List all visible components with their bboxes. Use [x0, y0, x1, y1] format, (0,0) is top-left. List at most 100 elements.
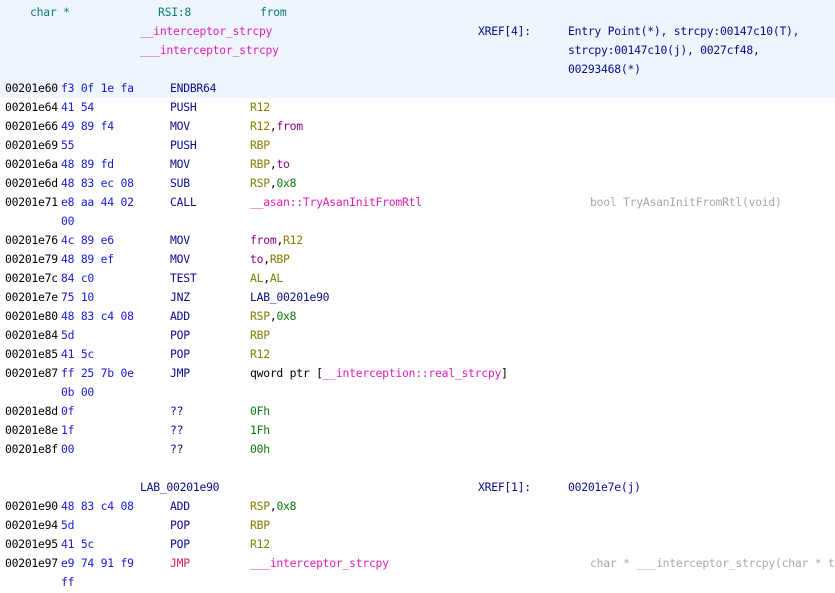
- instruction-row[interactable]: 00201e97 e9 74 91 f9 JMP ___interceptor_…: [0, 554, 835, 573]
- variable-operand[interactable]: to: [250, 252, 264, 266]
- instruction-row[interactable]: 00201e7c 84 c0 TEST AL,AL: [0, 269, 835, 288]
- function-label[interactable]: ___interceptor_strcpy: [140, 43, 279, 57]
- instruction-row[interactable]: 00201e76 4c 89 e6 MOV from,R12: [0, 231, 835, 250]
- xref-list[interactable]: 00293468(*): [568, 62, 641, 76]
- function-label[interactable]: __interceptor_strcpy: [140, 24, 273, 38]
- instruction-row[interactable]: 00201e95 41 5c POP R12: [0, 535, 835, 554]
- instruction-row[interactable]: 00201e94 5d POP RBP: [0, 516, 835, 535]
- call-target-link[interactable]: __asan::TryAsanInitFromRtl: [250, 195, 422, 209]
- instruction-address[interactable]: 00201e6a: [5, 157, 58, 171]
- instruction-address[interactable]: 00201e71: [5, 195, 58, 209]
- param-name[interactable]: from: [260, 5, 287, 19]
- instruction-operands: RSP,0x8: [250, 499, 297, 513]
- instruction-row[interactable]: 00201e66 49 89 f4 MOV R12,from: [0, 117, 835, 136]
- instruction-bytes: 55: [61, 138, 75, 152]
- instruction-bytes: 41 5c: [61, 537, 95, 551]
- register-operand: RBP: [250, 518, 270, 532]
- instruction-row[interactable]: 00201e71 e8 aa 44 02 CALL __asan::TryAsa…: [0, 193, 835, 212]
- instruction-operands: RBP: [250, 139, 270, 152]
- register-operand: R12: [283, 233, 303, 247]
- instruction-bytes: e8 aa 44 02: [61, 195, 134, 209]
- instruction-operands: R12: [250, 348, 270, 361]
- variable-operand[interactable]: from: [250, 233, 277, 247]
- instruction-mnemonic: SUB: [170, 176, 190, 190]
- instruction-row[interactable]: 00201e80 48 83 c4 08 ADD RSP,0x8: [0, 307, 835, 326]
- instruction-address[interactable]: 00201e97: [5, 556, 58, 570]
- instruction-bytes: 48 89 ef: [61, 252, 114, 266]
- instruction-row[interactable]: 00201e8f 00 ?? 00h: [0, 440, 835, 459]
- instruction-bytes: 41 5c: [61, 347, 95, 361]
- instruction-row[interactable]: 00201e69 55 PUSH RBP: [0, 136, 835, 155]
- jump-target-link[interactable]: LAB_00201e90: [250, 290, 330, 304]
- instruction-address[interactable]: 00201e64: [5, 100, 58, 114]
- instruction-row[interactable]: 00201e79 48 89 ef MOV to,RBP: [0, 250, 835, 269]
- instruction-bytes: 41 54: [61, 100, 95, 114]
- instruction-mnemonic: MOV: [170, 252, 190, 266]
- instruction-row[interactable]: 00201e90 48 83 c4 08 ADD RSP,0x8: [0, 497, 835, 516]
- instruction-bytes: 75 10: [61, 290, 95, 304]
- instruction-bytes: 0b 00: [61, 385, 95, 399]
- code-label[interactable]: LAB_00201e90: [140, 480, 220, 494]
- instruction-row[interactable]: 00201e87 ff 25 7b 0e JMP qword ptr [__in…: [0, 364, 835, 383]
- instruction-bytes: 48 83 c4 08: [61, 309, 134, 323]
- instruction-mnemonic: ADD: [170, 499, 190, 513]
- register-operand: RSP: [250, 499, 270, 513]
- instruction-address[interactable]: 00201e8f: [5, 442, 58, 456]
- register-operand: R12: [250, 119, 270, 133]
- instruction-address[interactable]: 00201e87: [5, 366, 58, 380]
- xref-list[interactable]: strcpy:00147c10(j), 0027cf48,: [568, 43, 760, 57]
- instruction-row[interactable]: 00201e60 f3 0f 1e fa ENDBR64: [0, 79, 835, 98]
- instruction-mnemonic: PUSH: [170, 100, 197, 114]
- instruction-address[interactable]: 00201e76: [5, 233, 58, 247]
- variable-operand[interactable]: to: [276, 157, 290, 171]
- jump-target-link[interactable]: ___interceptor_strcpy: [250, 556, 389, 570]
- register-operand: RBP: [250, 328, 270, 342]
- instruction-row[interactable]: 00201e7e 75 10 JNZ LAB_00201e90: [0, 288, 835, 307]
- instruction-operands: qword ptr [__interception::real_strcpy]: [250, 367, 508, 380]
- instruction-address[interactable]: 00201e94: [5, 518, 58, 532]
- symbol-link[interactable]: __interception::real_strcpy: [322, 366, 502, 380]
- instruction-mnemonic: JMP: [170, 556, 190, 570]
- register-operand: RBP: [250, 138, 270, 152]
- instruction-address[interactable]: 00201e95: [5, 537, 58, 551]
- instruction-mnemonic: POP: [170, 537, 190, 551]
- xref-list[interactable]: Entry Point(*), strcpy:00147c10(T),: [568, 24, 800, 38]
- xref-list[interactable]: 00201e7e(j): [568, 480, 641, 494]
- variable-operand[interactable]: from: [276, 119, 303, 133]
- register-operand: RSP: [250, 309, 270, 323]
- instruction-address[interactable]: 00201e7c: [5, 271, 58, 285]
- instruction-address[interactable]: 00201e85: [5, 347, 58, 361]
- instruction-operands: R12: [250, 538, 270, 551]
- instruction-address[interactable]: 00201e79: [5, 252, 58, 266]
- instruction-operands: RBP: [250, 519, 270, 532]
- instruction-address[interactable]: 00201e90: [5, 499, 58, 513]
- instruction-row[interactable]: 00201e85 41 5c POP R12: [0, 345, 835, 364]
- instruction-mnemonic: ??: [170, 442, 184, 456]
- instruction-row[interactable]: 00201e8d 0f ?? 0Fh: [0, 402, 835, 421]
- instruction-address[interactable]: 00201e7e: [5, 290, 58, 304]
- instruction-address[interactable]: 00201e6d: [5, 176, 58, 190]
- instruction-mnemonic: TEST: [170, 271, 197, 285]
- instruction-mnemonic: MOV: [170, 233, 190, 247]
- instruction-row[interactable]: 00201e64 41 54 PUSH R12: [0, 98, 835, 117]
- instruction-row[interactable]: 00201e84 5d POP RBP: [0, 326, 835, 345]
- instruction-address[interactable]: 00201e69: [5, 138, 58, 152]
- instruction-operands: 1Fh: [250, 424, 270, 437]
- instruction-row[interactable]: 00201e6d 48 83 ec 08 SUB RSP,0x8: [0, 174, 835, 193]
- instruction-mnemonic: JMP: [170, 366, 190, 380]
- instruction-address[interactable]: 00201e66: [5, 119, 58, 133]
- instruction-mnemonic: CALL: [170, 195, 197, 209]
- instruction-address[interactable]: 00201e8e: [5, 423, 58, 437]
- instruction-address[interactable]: 00201e80: [5, 309, 58, 323]
- instruction-bytes: f3 0f 1e fa: [61, 81, 134, 95]
- instruction-row[interactable]: 00201e6a 48 89 fd MOV RBP,to: [0, 155, 835, 174]
- instruction-operands: LAB_00201e90: [250, 290, 330, 304]
- instruction-operands: RSP,0x8: [250, 176, 297, 190]
- instruction-bytes: 5d: [61, 518, 75, 532]
- instruction-mnemonic: ??: [170, 404, 184, 418]
- instruction-address[interactable]: 00201e8d: [5, 404, 58, 418]
- instruction-address[interactable]: 00201e84: [5, 328, 58, 342]
- instruction-row[interactable]: 00201e8e 1f ?? 1Fh: [0, 421, 835, 440]
- register-operand: AL: [269, 271, 284, 285]
- instruction-address[interactable]: 00201e60: [5, 81, 58, 95]
